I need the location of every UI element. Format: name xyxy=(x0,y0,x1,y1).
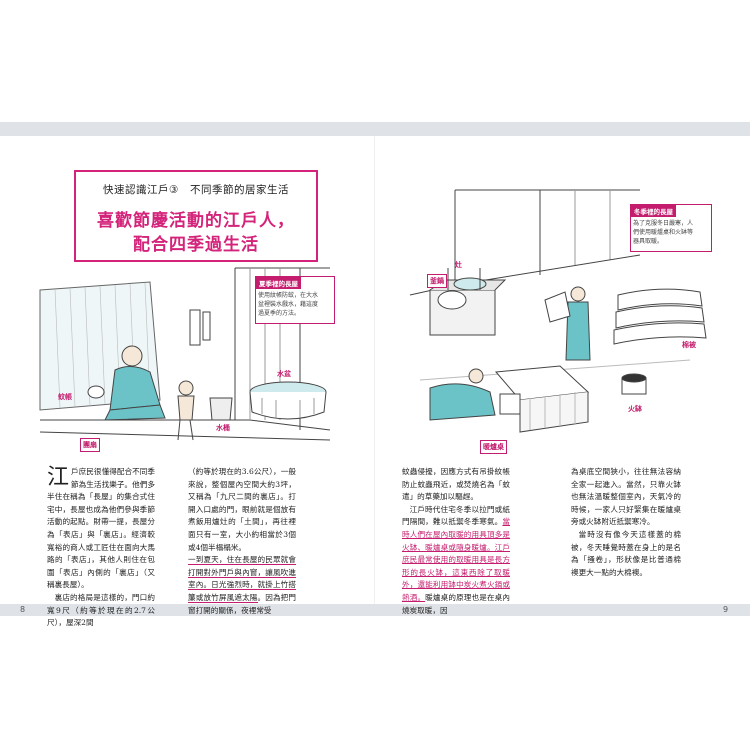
chapter-title-line1: 喜歡節慶活動的江戶人， xyxy=(97,211,295,231)
top-band xyxy=(0,122,750,136)
col2-highlight: 一到夏天，住在長屋的民眾就會打開對外門戶與內窗，讓風吹進室內。日光強烈時，就掛上… xyxy=(188,555,296,603)
body-column-4: 為桌底空間狹小，往往無法容納全家一起進入。當然，只靠火缽也無法溫暖整個室內，天氣… xyxy=(571,466,681,579)
col2-paragraph-1: （約等於現在的3.6公尺），一般來說，整個屋內空間大約3坪，又稱為「九尺二間的裏… xyxy=(188,467,296,552)
col1-paragraph-2: 裏店的格局是這樣的，門口約寬9尺（約等於現在的2.7公尺），屋深2間 xyxy=(47,592,155,628)
col3-highlight: 當時人們在屋內取暖的用具頂多是火缽、暖爐桌或隨身暖爐。江戶庶民最常使用的取暖用具… xyxy=(402,517,510,602)
chapter-title-line2: 配合四季過生活 xyxy=(133,235,259,255)
winter-caption-line3: 器具取暖。 xyxy=(633,238,664,245)
page-gutter xyxy=(374,136,375,604)
summer-caption-line1: 使用紋帳防蚊，在大水 xyxy=(258,292,319,299)
winter-caption-line2: 們使用暖爐桌和火缽等 xyxy=(633,229,694,236)
summer-caption-line3: 過夏季的方法。 xyxy=(258,310,301,317)
drop-cap: 江 xyxy=(47,465,70,490)
label-hibachi: 火缽 xyxy=(628,405,642,413)
label-fan: 團扇 xyxy=(80,438,100,452)
body-column-1: 江 戶庶民很懂得配合不同季節為生活找樂子。他們多半住在稱為「長屋」的集合式住宅中… xyxy=(47,466,155,630)
winter-caption-header: 冬季裡的長屋 xyxy=(631,205,676,217)
col1-paragraph-1: 戶庶民很懂得配合不同季節為生活找樂子。他們多半住在稱為「長屋」的集合式住宅中，長… xyxy=(47,467,155,590)
bottom-band xyxy=(0,604,750,616)
body-column-3: 蚊蟲侵擾，因應方式有吊掛紋帳防止蚊蟲飛近，或焚燒名為「蚊遣」的草藥加以驅趕。 江… xyxy=(402,466,510,617)
winter-caption-line1: 為了克服冬日嚴寒，人 xyxy=(633,220,694,227)
label-kotatsu: 暖爐桌 xyxy=(480,440,507,454)
label-futon: 棉被 xyxy=(682,341,696,349)
chapter-subtitle: 快速認識江戶③ 不同季節的居家生活 xyxy=(103,184,289,196)
winter-caption-box: 冬季裡的長屋 xyxy=(630,204,712,252)
col3-paragraph-1: 蚊蟲侵擾，因應方式有吊掛紋帳防止蚊蟲飛近，或焚燒名為「蚊遣」的草藥加以驅趕。 xyxy=(402,467,510,502)
col3-paragraph-2: 江戶時代住宅冬季以拉門或紙門隔間，難以抵禦冬季寒氣。 xyxy=(402,504,510,527)
winter-room-illustration xyxy=(409,189,707,433)
summer-caption-header: 夏季裡的長屋 xyxy=(256,277,301,289)
chapter-title-box: 快速認識江戶③ 不同季節的居家生活 喜歡節慶活動的江戶人， 配合四季過生活 xyxy=(74,170,318,262)
col2-paragraph-2: 。因為把門窗打開的關係，夜裡常受 xyxy=(188,592,297,615)
col3-paragraph-3: 暖爐桌的原理也是在桌內燒炭取暖，因 xyxy=(402,592,510,615)
label-mosquito-net: 蚊帳 xyxy=(58,393,72,401)
summer-caption-line2: 盆裡裝水戲水，藉這度 xyxy=(258,301,319,308)
body-column-2: （約等於現在的3.6公尺），一般來說，整個屋內空間大約3坪，又稱為「九尺二間的裏… xyxy=(188,466,296,617)
col4-paragraph-2: 當時沒有像今天這樣蓋的棉被，冬天睡覺時蓋在身上的是名為「搔卷」，形狀像是比普通棉… xyxy=(571,529,681,577)
page-number-left: 8 xyxy=(20,605,26,614)
label-bucket: 水桶 xyxy=(216,424,230,432)
summer-caption-box: 夏季裡的長屋 xyxy=(255,276,335,324)
page-number-right: 9 xyxy=(723,605,729,614)
label-kettle: 釜鍋 xyxy=(427,274,447,288)
label-stove: 灶 xyxy=(455,261,462,269)
summer-room-illustration xyxy=(39,267,331,441)
label-tub: 水盆 xyxy=(277,370,291,378)
col4-paragraph-1: 為桌底空間狹小，往往無法容納全家一起進入。當然，只靠火缽也無法溫暖整個室內，天氣… xyxy=(571,467,681,527)
